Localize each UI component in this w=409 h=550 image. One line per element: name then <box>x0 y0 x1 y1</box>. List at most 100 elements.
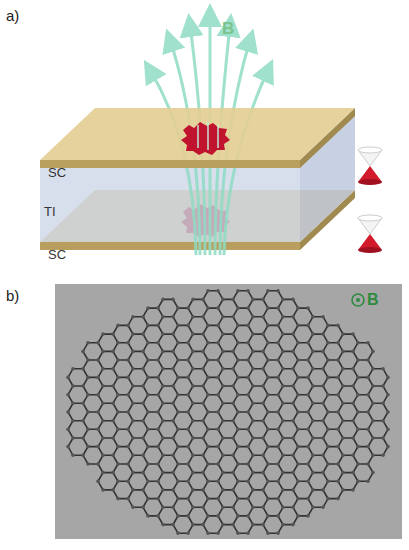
atom <box>86 393 90 397</box>
atom <box>381 419 385 423</box>
atom <box>186 410 190 414</box>
atom <box>101 471 105 475</box>
atom <box>311 350 315 354</box>
atom <box>231 523 235 527</box>
atom <box>261 488 265 492</box>
atom <box>156 376 160 380</box>
atom <box>116 341 120 345</box>
atom <box>281 436 285 440</box>
atom <box>86 376 90 380</box>
atom <box>351 488 355 492</box>
atom <box>296 358 300 362</box>
atom <box>281 523 285 527</box>
atom <box>236 358 240 362</box>
atom <box>101 367 105 371</box>
atom <box>326 462 330 466</box>
atom <box>126 393 130 397</box>
atom <box>351 367 355 371</box>
atom <box>221 298 225 302</box>
honeycomb-lattice <box>66 289 390 535</box>
atom <box>341 488 345 492</box>
atom <box>186 376 190 380</box>
atom <box>216 306 220 310</box>
atom <box>246 324 250 328</box>
atom <box>221 402 225 406</box>
atom <box>111 384 115 388</box>
atom <box>246 428 250 432</box>
atom <box>171 523 175 527</box>
atom <box>276 428 280 432</box>
atom <box>111 471 115 475</box>
atom <box>231 506 235 510</box>
atom <box>321 488 325 492</box>
atom <box>156 324 160 328</box>
atom <box>341 332 345 336</box>
atom <box>141 384 145 388</box>
atom <box>261 471 265 475</box>
dirac-cone <box>358 215 382 253</box>
atom <box>261 298 265 302</box>
atom <box>216 341 220 345</box>
atom <box>71 384 75 388</box>
atom <box>116 376 120 380</box>
atom <box>356 480 360 484</box>
atom <box>221 419 225 423</box>
atom <box>251 471 255 475</box>
atom <box>386 393 390 397</box>
atom <box>131 315 135 319</box>
atom <box>246 289 250 293</box>
atom <box>191 523 195 527</box>
atom <box>96 480 100 484</box>
atom <box>161 419 165 423</box>
atom <box>356 428 360 432</box>
atom <box>281 471 285 475</box>
atom <box>336 445 340 449</box>
atom <box>311 471 315 475</box>
atom <box>141 402 145 406</box>
atom <box>171 506 175 510</box>
atom <box>81 436 85 440</box>
atom <box>186 393 190 397</box>
atom <box>111 419 115 423</box>
atom <box>116 445 120 449</box>
atom <box>336 324 340 328</box>
atom <box>366 428 370 432</box>
atom <box>221 315 225 319</box>
atom <box>171 384 175 388</box>
atom <box>201 350 205 354</box>
atom <box>146 341 150 345</box>
atom <box>126 410 130 414</box>
atom <box>321 384 325 388</box>
atom <box>206 376 210 380</box>
atom <box>186 480 190 484</box>
atom <box>261 402 265 406</box>
atom <box>351 402 355 406</box>
atom <box>201 402 205 406</box>
atom <box>141 367 145 371</box>
atom <box>131 419 135 423</box>
atom <box>141 471 145 475</box>
atom <box>81 402 85 406</box>
atom <box>116 428 120 432</box>
atom <box>171 402 175 406</box>
atom <box>216 531 220 535</box>
atom <box>71 367 75 371</box>
atom <box>246 514 250 518</box>
atom <box>381 454 385 458</box>
atom <box>156 514 160 518</box>
atom <box>381 402 385 406</box>
atom <box>291 332 295 336</box>
atom <box>156 393 160 397</box>
atom <box>101 350 105 354</box>
atom <box>236 324 240 328</box>
atom <box>126 376 130 380</box>
atom <box>336 358 340 362</box>
atom <box>296 376 300 380</box>
atom <box>176 341 180 345</box>
atom <box>216 480 220 484</box>
atom <box>336 393 340 397</box>
atom <box>251 523 255 527</box>
atom <box>96 358 100 362</box>
atom <box>311 436 315 440</box>
atom <box>291 488 295 492</box>
